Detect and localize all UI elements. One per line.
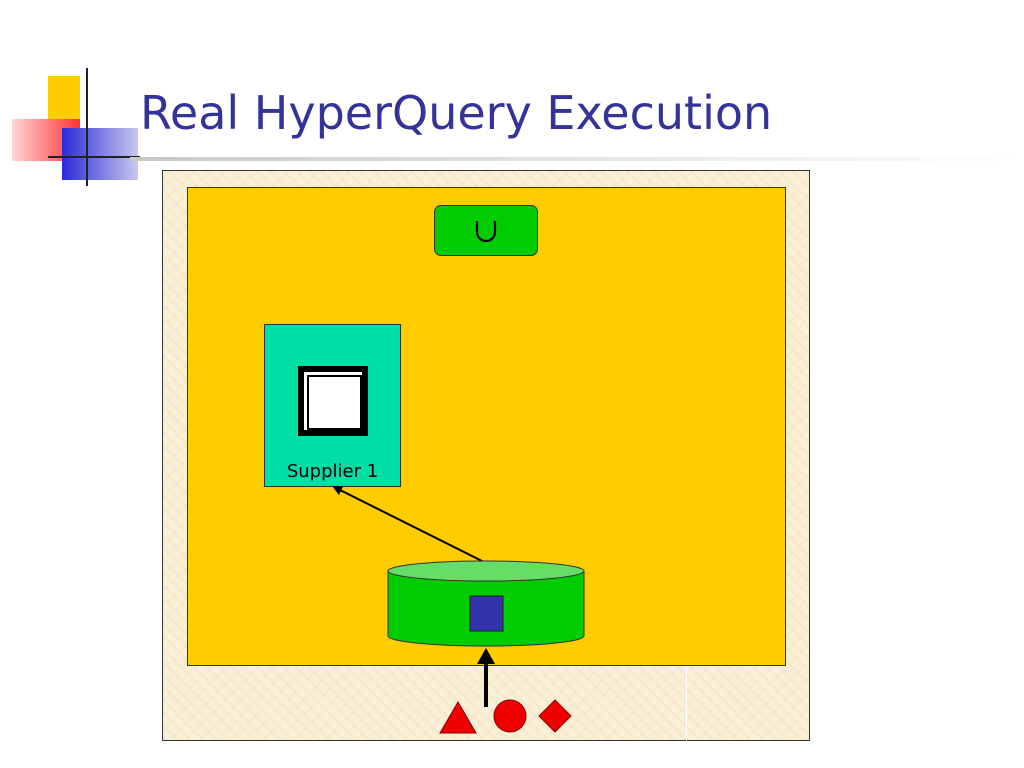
union-operator-node[interactable] (434, 205, 538, 256)
logo-blue-bar (62, 128, 138, 180)
diamond-token (538, 699, 572, 733)
logo-yellow-square (48, 76, 80, 126)
title-underline (130, 157, 1024, 161)
slide-corner-logo (12, 68, 140, 186)
union-icon (475, 220, 497, 242)
stored-item-square (469, 595, 504, 632)
relation-table-icon (298, 366, 368, 436)
data-store-cylinder[interactable] (387, 560, 585, 647)
frame-divider-line (686, 665, 687, 741)
triangle-token (439, 701, 477, 734)
supplier-label: Supplier 1 (286, 461, 379, 482)
slide-title: Real HyperQuery Execution (140, 86, 773, 140)
circle-token (493, 699, 527, 733)
input-arrow-head (477, 648, 495, 664)
cylinder-top (387, 560, 585, 582)
store-to-supplier-arrow (332, 486, 487, 564)
